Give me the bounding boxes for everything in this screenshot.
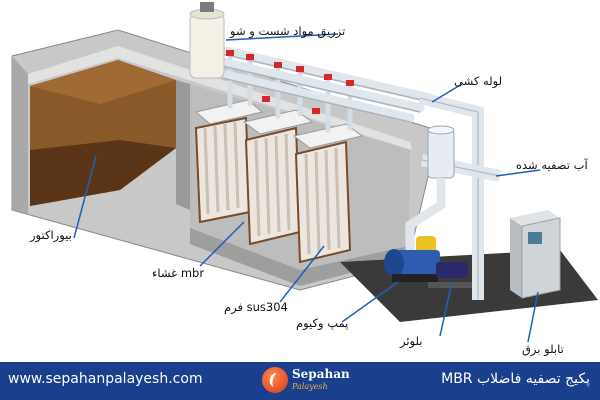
- label-sus304-frame: فرم sus304: [224, 300, 288, 314]
- membrane-module-1: [194, 99, 264, 224]
- control-panel: [510, 210, 561, 299]
- chemical-dosing-tank: [189, 2, 225, 79]
- logo-mark-icon: [262, 367, 288, 393]
- leader-lines: [73, 33, 541, 343]
- valves: [226, 50, 354, 114]
- membrane-module-2: [242, 109, 314, 246]
- blower: [428, 262, 472, 288]
- company-logo: Sepahan Palayesh: [262, 365, 352, 397]
- label-blower: بلوئر: [400, 334, 423, 348]
- label-mbr-membrane: غشاء mbr: [152, 266, 205, 280]
- membrane-module-3: [292, 123, 364, 264]
- logo-name: Sepahan: [292, 367, 350, 381]
- label-control-panel: تابلو برق: [522, 342, 564, 356]
- label-chemical-injection: تزریق مواد شست و شو: [230, 24, 346, 38]
- label-treated-water: آب تصفیه شده: [516, 158, 588, 172]
- pump-pipe: [405, 178, 446, 250]
- footer-bar: www.sepahanpalayesh.com Sepahan Palayesh…: [0, 362, 600, 400]
- tank-left-side: [12, 56, 28, 214]
- bioreactor-hopper: [30, 140, 176, 206]
- label-bioreactor: بیوراکتور: [30, 228, 72, 242]
- vacuum-pump: [384, 249, 440, 282]
- label-vacuum-pump: پمپ وکیوم: [296, 316, 349, 330]
- logo-subtitle: Palayesh: [292, 382, 328, 391]
- package-title: پکیج تصفیه فاضلاب MBR: [441, 371, 590, 387]
- label-piping: لوله کشی: [454, 74, 503, 88]
- website-link[interactable]: www.sepahanpalayesh.com: [8, 371, 203, 387]
- mbr-system-diagram: [11, 2, 598, 343]
- partition-wall: [176, 80, 190, 210]
- sludge-surface: [30, 60, 176, 104]
- separator-cylinder: [427, 125, 455, 179]
